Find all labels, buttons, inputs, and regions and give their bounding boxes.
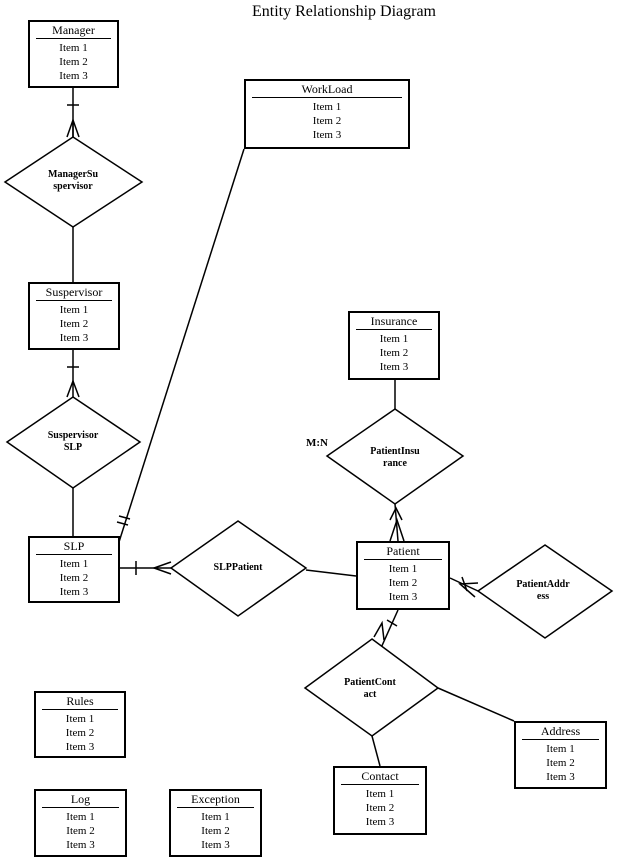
rel-managersupervisor-label: ManagerSu spervisor xyxy=(48,169,98,192)
entity-contact: Contact Item 1 Item 2 Item 3 xyxy=(333,766,427,835)
entity-item: Item 3 xyxy=(59,586,89,598)
entity-suspervisor: Suspervisor Item 1 Item 2 Item 3 xyxy=(28,282,120,350)
entity-item: Item 1 xyxy=(201,811,230,823)
entity-address: Address Item 1 Item 2 Item 3 xyxy=(514,721,607,789)
entity-name: Insurance xyxy=(356,314,432,330)
entity-item: Item 1 xyxy=(59,304,89,316)
entity-item: Item 1 xyxy=(66,811,95,823)
entity-name: Patient xyxy=(364,544,442,560)
entity-item: Item 1 xyxy=(388,563,418,575)
rel-patientinsurance-label: PatientInsu rance xyxy=(370,446,420,469)
entity-item: Item 3 xyxy=(546,771,575,783)
entity-item: Item 1 xyxy=(312,101,342,113)
entity-item: Item 2 xyxy=(312,115,342,127)
entity-name: WorkLoad xyxy=(252,82,402,98)
entity-item: Item 1 xyxy=(59,42,88,54)
entity-item: Item 2 xyxy=(201,825,230,837)
entity-item: Item 1 xyxy=(379,333,409,345)
entity-name: Log xyxy=(42,792,119,808)
entity-item: Item 2 xyxy=(65,727,95,739)
rel-suspervisorslp-diamond xyxy=(5,396,142,489)
entity-name: Contact xyxy=(341,769,419,785)
entity-item: Item 2 xyxy=(546,757,575,769)
entity-name: SLP xyxy=(36,539,112,555)
rel-patientaddress-label: PatientAddr ess xyxy=(516,579,570,602)
entity-item: Item 3 xyxy=(388,591,418,603)
entity-name: Manager xyxy=(36,23,111,39)
entity-item: Item 2 xyxy=(66,825,95,837)
entity-manager: Manager Item 1 Item 2 Item 3 xyxy=(28,20,119,88)
entity-item: Item 3 xyxy=(59,70,88,82)
entity-item: Item 3 xyxy=(66,839,95,851)
entity-exception: Exception Item 1 Item 2 Item 3 xyxy=(169,789,262,857)
page-title: Entity Relationship Diagram xyxy=(252,3,436,20)
line-workload-slp xyxy=(118,148,245,543)
entity-name: Suspervisor xyxy=(36,285,112,301)
entity-item: Item 2 xyxy=(388,577,418,589)
rel-managersupervisor-diamond xyxy=(3,136,144,228)
rel-suspervisorslp-label: Suspervisor SLP xyxy=(47,430,99,453)
entity-item: Item 2 xyxy=(379,347,409,359)
entity-item: Item 2 xyxy=(59,56,88,68)
entity-workload: WorkLoad Item 1 Item 2 Item 3 xyxy=(244,79,410,149)
entity-item: Item 2 xyxy=(59,318,89,330)
rel-patientaddress-diamond xyxy=(476,544,614,639)
entity-item: Item 1 xyxy=(365,788,395,800)
line-patientcontact-address xyxy=(437,687,515,722)
cardinality-note: M:N xyxy=(306,437,328,449)
entity-item: Item 3 xyxy=(365,816,395,828)
entity-item: Item 1 xyxy=(65,713,95,725)
entity-item: Item 3 xyxy=(312,129,342,141)
rel-patientinsurance-diamond xyxy=(325,408,465,505)
entity-item: Item 1 xyxy=(546,743,575,755)
rel-patientcontact-label: PatientCont act xyxy=(344,677,396,700)
entity-patient: Patient Item 1 Item 2 Item 3 xyxy=(356,541,450,610)
entity-slp: SLP Item 1 Item 2 Item 3 xyxy=(28,536,120,603)
entity-name: Exception xyxy=(177,792,254,808)
rel-slppatient-diamond xyxy=(169,520,308,617)
rel-patientcontact-diamond xyxy=(303,638,440,737)
entity-item: Item 3 xyxy=(201,839,230,851)
entity-insurance: Insurance Item 1 Item 2 Item 3 xyxy=(348,311,440,380)
entity-log: Log Item 1 Item 2 Item 3 xyxy=(34,789,127,857)
entity-item: Item 1 xyxy=(59,558,89,570)
entity-name: Rules xyxy=(42,694,118,710)
entity-rules: Rules Item 1 Item 2 Item 3 xyxy=(34,691,126,758)
rel-slppatient-label: SLPPatient xyxy=(213,562,263,573)
entity-item: Item 3 xyxy=(59,332,89,344)
entity-name: Address xyxy=(522,724,599,740)
entity-item: Item 3 xyxy=(379,361,409,373)
entity-item: Item 2 xyxy=(59,572,89,584)
line-slppatient-patient xyxy=(305,569,357,577)
entity-item: Item 3 xyxy=(65,741,95,753)
entity-item: Item 2 xyxy=(365,802,395,814)
line-patientcontact-contact xyxy=(371,735,381,767)
